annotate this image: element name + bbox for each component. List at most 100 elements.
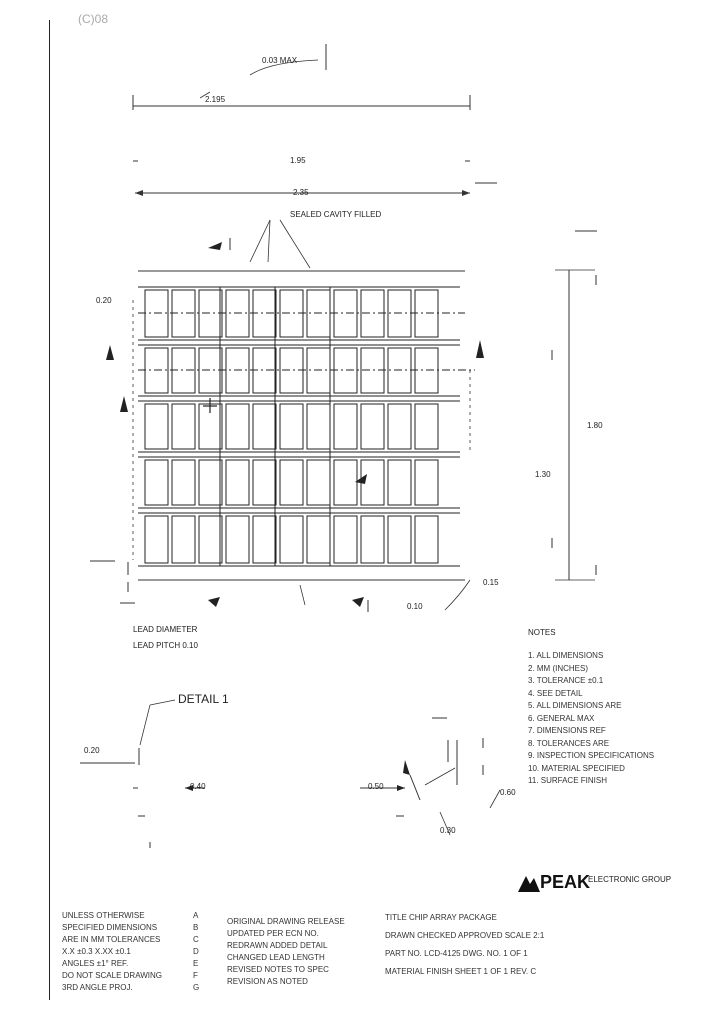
cell: [387, 515, 412, 564]
title-block-desc-line: REDRAWN ADDED DETAIL: [227, 941, 328, 950]
detail-dim-4: 0.30: [440, 826, 456, 835]
cell: [387, 347, 412, 394]
cell: [144, 515, 169, 564]
cell: [333, 289, 358, 338]
cell: [171, 403, 196, 450]
cell: [144, 403, 169, 450]
note-item: 3. TOLERANCE ±0.1: [528, 676, 604, 685]
cell: [306, 403, 331, 450]
cell: [144, 459, 169, 506]
note-item: 7. DIMENSIONS REF: [528, 726, 606, 735]
note-item: 6. GENERAL MAX: [528, 713, 595, 723]
note-item: 11. SURFACE FINISH: [528, 776, 607, 785]
cell: [171, 347, 196, 394]
title-block-rev-line: B: [193, 923, 199, 932]
cell: [198, 289, 223, 338]
cell: [252, 459, 277, 506]
title-block-rev-line: G: [193, 983, 200, 992]
title-block-rev-line: A: [193, 911, 199, 920]
title-block-rev-line: F: [193, 971, 198, 980]
lead-note-1: LEAD DIAMETER: [133, 625, 198, 634]
cell: [252, 347, 277, 394]
notes-title: NOTES: [528, 628, 556, 637]
dim-top-width: 2.195: [205, 95, 226, 104]
cell: [279, 403, 304, 450]
cell: [387, 403, 412, 450]
cell-grid: [138, 286, 475, 567]
title-block-right-line: MATERIAL FINISH SHEET 1 OF 1 REV. C: [385, 967, 537, 976]
cell: [225, 515, 250, 564]
dim-height: 1.80: [587, 421, 603, 430]
note-item: 5. ALL DIMENSIONS ARE: [528, 701, 622, 710]
cell: [414, 515, 439, 564]
title-block-left-line: ARE IN MM TOLERANCES: [62, 935, 161, 944]
cell: [171, 515, 196, 564]
cell: [360, 347, 385, 394]
title-block-desc-line: ORIGINAL DRAWING RELEASE: [227, 917, 345, 926]
cell-columns: [144, 287, 439, 566]
cell: [171, 459, 196, 506]
title-block-left-line: UNLESS OTHERWISE: [62, 911, 145, 920]
cell: [333, 459, 358, 506]
brand-sub: ELECTRONIC GROUP: [588, 875, 672, 884]
dim-bottom-a: 0.15: [483, 578, 499, 587]
cell: [387, 459, 412, 506]
cell: [414, 347, 439, 394]
dim-bottom-b: 0.10: [407, 602, 423, 611]
cell: [387, 289, 412, 338]
cell: [306, 515, 331, 564]
cell: [225, 289, 250, 338]
title-block-desc-line: UPDATED PER ECN NO.: [227, 929, 319, 938]
seam-note: SEALED CAVITY FILLED: [290, 210, 382, 219]
cell: [279, 459, 304, 506]
note-item: 2. MM (INCHES): [528, 663, 588, 673]
cell: [360, 515, 385, 564]
title-block-rev-line: D: [193, 947, 199, 956]
brand-logo: PEAK: [540, 872, 591, 892]
dim-overall-b: 2.35: [293, 188, 309, 197]
cell: [252, 515, 277, 564]
title-block-desc-line: REVISED NOTES TO SPEC: [227, 965, 329, 974]
note-item: 4. SEE DETAIL: [528, 688, 583, 698]
cell: [252, 289, 277, 338]
cell: [225, 403, 250, 450]
title-block-rev-line: E: [193, 959, 199, 968]
cell: [360, 289, 385, 338]
title-block-right-line: DRAWN CHECKED APPROVED SCALE 2:1: [385, 931, 545, 940]
cell: [414, 403, 439, 450]
cell: [171, 289, 196, 338]
cell: [279, 515, 304, 564]
note-item: 9. INSPECTION SPECIFICATIONS: [528, 751, 655, 760]
detail-dim-5: 0.60: [500, 788, 516, 797]
title-block-left-line: DO NOT SCALE DRAWING: [62, 971, 163, 980]
cell: [279, 347, 304, 394]
cell: [306, 459, 331, 506]
cell: [333, 403, 358, 450]
title-block-left-line: ANGLES ±1° REF.: [62, 959, 129, 968]
cell: [198, 459, 223, 506]
detail-dim-3: 0.50: [368, 782, 384, 791]
mechanical-drawing: [80, 44, 597, 848]
detail-dim-1: 0.20: [84, 746, 100, 755]
title-block-left-line: 3RD ANGLE PROJ.: [62, 983, 133, 992]
detail-label: DETAIL 1: [178, 692, 229, 706]
dim-top-right: 0.03 MAX: [262, 56, 298, 65]
cell: [198, 347, 223, 394]
cell: [198, 515, 223, 564]
title-block-left-line: X.X ±0.3 X.XX ±0.1: [62, 947, 131, 956]
title-block-right-line: TITLE CHIP ARRAY PACKAGE: [385, 913, 497, 922]
dim-overall-a: 1.95: [290, 156, 306, 165]
title-block-left-line: SPECIFIED DIMENSIONS: [62, 923, 158, 932]
cell: [333, 347, 358, 394]
dim-height-b: 1.30: [535, 470, 551, 479]
lead-note-2: LEAD PITCH 0.10: [133, 641, 198, 650]
cell: [225, 347, 250, 394]
cell: [333, 515, 358, 564]
cell: [279, 289, 304, 338]
cell: [144, 289, 169, 338]
title-block-desc-line: CHANGED LEAD LENGTH: [227, 953, 325, 962]
cell: [360, 403, 385, 450]
cell: [414, 459, 439, 506]
detail-leader: [139, 704, 151, 746]
note-item: 8. TOLERANCES ARE: [528, 738, 610, 748]
